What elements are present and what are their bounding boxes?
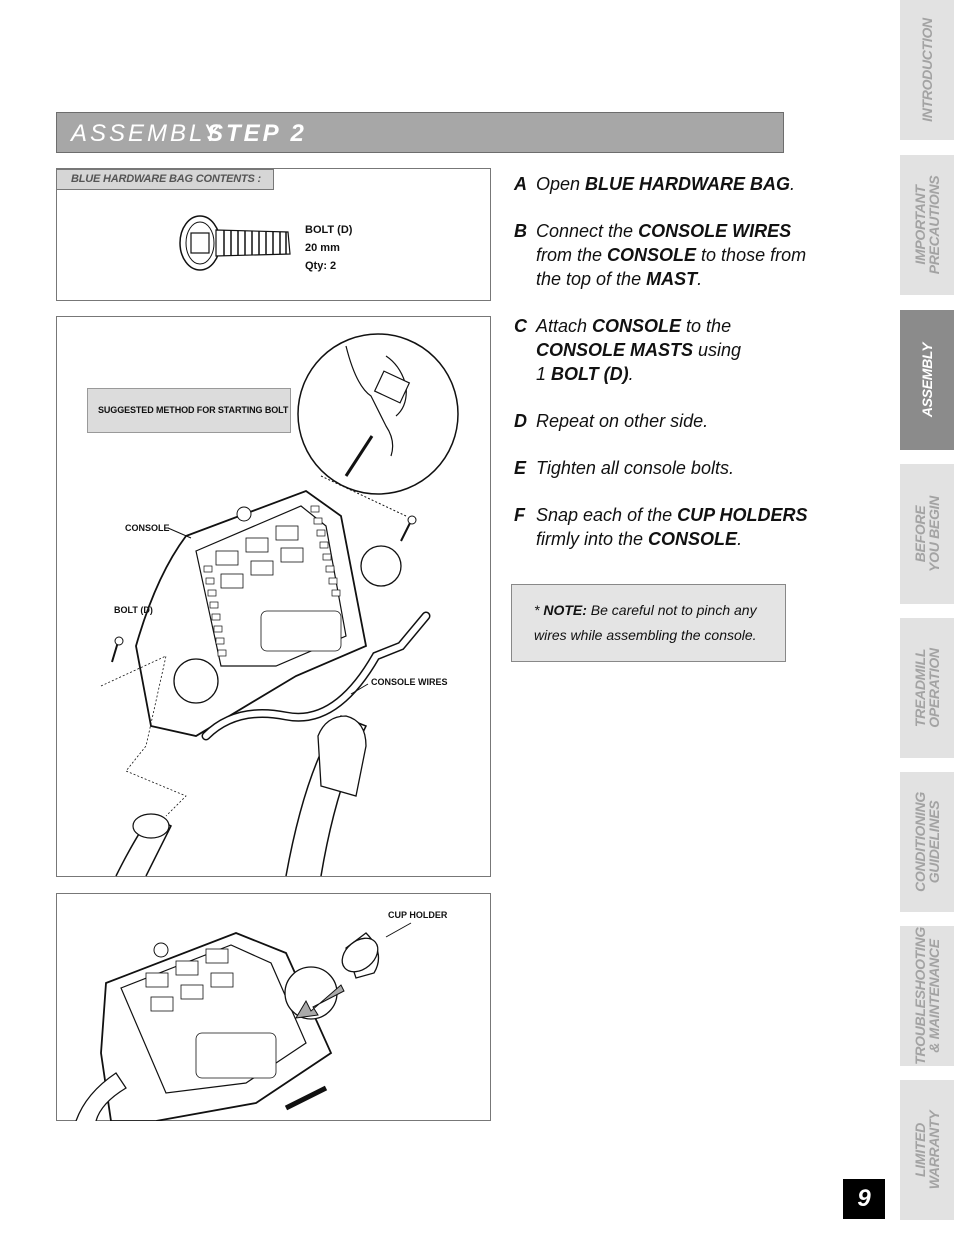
note-text: Be careful not to pinch any wires while … [534, 602, 757, 643]
step-b: B Connect the CONSOLE WIRES from the CONS… [514, 219, 811, 291]
step-text: Snap each of the [536, 505, 678, 525]
step-letter: E [514, 458, 527, 478]
step-emphasis: BLUE HARDWARE BAG [585, 174, 791, 194]
sidebar-tab-troubleshooting-maintenance[interactable]: TROUBLESHOOTING& MAINTENANCE [900, 926, 954, 1066]
bolt-name: BOLT (D) [305, 224, 353, 236]
step-a: A Open BLUE HARDWARE BAG. [514, 172, 816, 196]
step-emphasis: CONSOLE WIRES [638, 221, 792, 241]
console-label: CONSOLE [125, 523, 170, 533]
step-text: to the [681, 316, 732, 336]
step-emphasis: CONSOLE [592, 316, 682, 336]
step-letter: C [514, 316, 527, 336]
step-text: using 1 [536, 340, 742, 384]
bolt-spec: BOLT (D) 20 mm Qty: 2 [305, 221, 352, 275]
starting-bolt-callout: SUGGESTED METHOD FOR STARTING BOLT [87, 388, 291, 433]
step-text: to those from the top of the [536, 245, 807, 289]
step-text: from the [536, 245, 608, 265]
hardware-label: BLUE HARDWARE BAG CONTENTS : [56, 169, 274, 190]
sidebar-tab-label: ASSEMBLY [919, 342, 935, 418]
step-f: F Snap each of the CUP HOLDERS firmly int… [514, 503, 811, 551]
page-number: 9 [843, 1179, 885, 1219]
step-emphasis: MAST [646, 269, 698, 289]
step-text: . [697, 269, 703, 289]
section-title-bar: ASSEMBLY STEP 2 [56, 112, 784, 153]
step-text: Connect the [536, 221, 639, 241]
step-emphasis: BOLT (D) [551, 364, 629, 384]
bolt-size: 20 mm [305, 242, 340, 254]
step-emphasis: CUP HOLDERS [677, 505, 808, 525]
step-text: firmly into the [536, 529, 649, 549]
step-letter: B [514, 221, 527, 241]
title-part2: STEP 2 [207, 120, 307, 147]
bolt-d-label: BOLT (D) [114, 605, 153, 615]
sidebar-tab-label: TROUBLESHOOTING& MAINTENANCE [912, 927, 942, 1065]
step-text: . [737, 529, 743, 549]
console-assembly-illustration [100, 333, 459, 877]
step-letter: D [514, 411, 527, 431]
note-label: NOTE: [543, 602, 587, 618]
console-wires-label: CONSOLE WIRES [371, 677, 448, 687]
step-text: Open [536, 174, 586, 194]
step-emphasis: CONSOLE [648, 529, 738, 549]
assembly-steps: A Open BLUE HARDWARE BAG. B Connect the CON… [514, 172, 807, 574]
step-text: Repeat on other side. [536, 411, 709, 431]
step-letter: F [514, 505, 525, 525]
title-part1: ASSEMBLY [71, 120, 223, 147]
step-e: E Tighten all console bolts. [514, 456, 816, 480]
sidebar-tab-introduction[interactable]: INTRODUCTION [900, 0, 954, 140]
step-d: D Repeat on other side. [514, 409, 816, 433]
step-c: C Attach CONSOLE to the CONSOLE MASTS usi… [514, 314, 746, 386]
cup-holder-illustration [75, 922, 412, 1121]
note-prefix: * [534, 602, 544, 618]
bolt-qty: Qty: 2 [305, 260, 337, 272]
bolt-icon [179, 215, 291, 271]
sidebar-tab-label: INTRODUCTION [919, 18, 935, 122]
step-emphasis: CONSOLE MASTS [536, 340, 694, 360]
step-text: . [628, 364, 634, 384]
note-box: * NOTE: Be careful not to pinch any wire… [511, 584, 786, 662]
step-emphasis: CONSOLE [607, 245, 697, 265]
step-text: Tighten all console bolts. [536, 458, 734, 478]
cup-holder-label: CUP HOLDER [388, 910, 448, 920]
sidebar-tab-assembly[interactable]: ASSEMBLY [900, 310, 954, 450]
step-text: Attach [536, 316, 593, 336]
step-text: . [790, 174, 796, 194]
step-letter: A [514, 174, 527, 194]
